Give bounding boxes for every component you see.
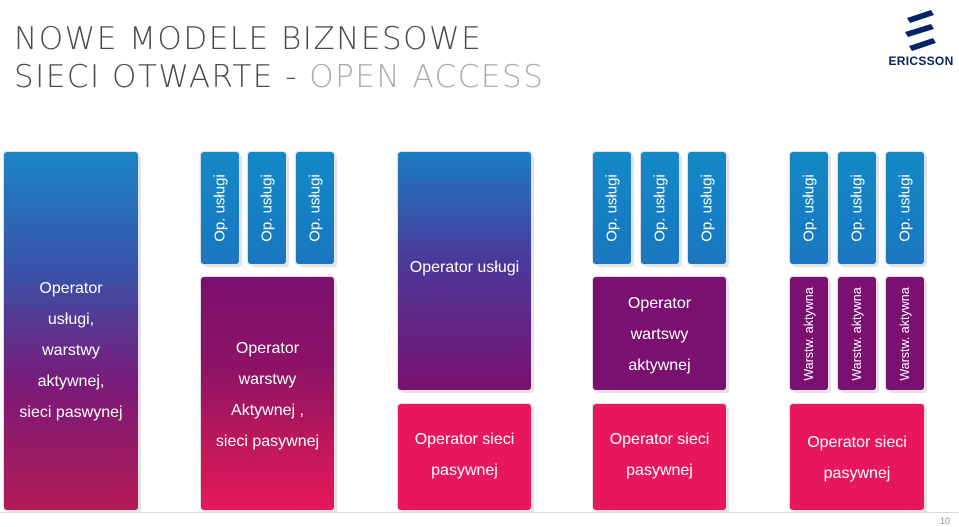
model4-service-label-1: Op. usługi <box>603 174 621 242</box>
model2-label-line3: Aktywnej , <box>231 402 304 419</box>
model2-service-label-3: Op. usługi <box>306 174 324 242</box>
model1-label-line2: usługi, <box>47 311 95 328</box>
slide-title-line2: SIECI OTWARTE - OPEN ACCESS <box>14 62 544 93</box>
model5-active-label-3: Warstw. aktywna <box>898 286 912 381</box>
model5-passive-line2: pasywnej <box>823 465 891 482</box>
model4-passive-line1: Operator sieci <box>609 431 710 448</box>
title-main-part: SIECI OTWARTE - <box>14 59 310 95</box>
model3-passive-line2: pasywnej <box>431 462 498 479</box>
model1-integrated-operator-block: Operator usługi, warstwy aktywnej, sieci… <box>4 152 138 510</box>
model2-label-line1: Operator <box>235 340 300 357</box>
model5-passive-operator-block: Operator sieci pasywnej <box>790 404 924 510</box>
model5-service-label-1: Op. usługi <box>800 174 818 242</box>
model5-service-operator-1: Op. usługi <box>790 152 828 264</box>
model4-service-label-3: Op. usługi <box>698 174 716 242</box>
model5-passive-line1: Operator sieci <box>807 434 907 451</box>
model1-label-line1: Operator <box>39 280 103 297</box>
model1-label-line5: sieci paswynej <box>19 404 123 421</box>
page-number: 10 <box>939 516 950 526</box>
model5-active-layer-1: Warstw. aktywna <box>790 277 828 390</box>
model4-active-line1: Operator <box>627 295 692 312</box>
model5-service-operator-3: Op. usługi <box>886 152 924 264</box>
model1-label-line3: warstwy <box>42 342 100 359</box>
model4-service-operator-1: Op. usługi <box>593 152 631 264</box>
model5-active-layer-3: Warstw. aktywna <box>886 277 924 390</box>
ericsson-logo-icon <box>905 10 936 51</box>
ericsson-wordmark: ERICSSON <box>888 54 954 68</box>
model4-active-line3: aktywnej <box>628 357 691 374</box>
model4-passive-operator-block: Operator sieci pasywnej <box>593 404 726 510</box>
model4-service-label-2: Op. usługi <box>651 174 669 242</box>
model1-label-line4: aktywnej, <box>37 373 105 390</box>
model5-active-layer-2: Warstw. aktywna <box>838 277 876 390</box>
model5-active-label-2: Warstw. aktywna <box>850 286 864 381</box>
model4-service-operator-2: Op. usługi <box>641 152 679 264</box>
model2-service-label-1: Op. usługi <box>211 174 229 242</box>
model2-label-line4: sieci pasywnej <box>215 433 320 450</box>
model4-active-line2: wartswy <box>630 326 689 343</box>
model4-service-operator-3: Op. usługi <box>688 152 726 264</box>
model3-service-active-operator-block: Operator usługi <box>398 152 531 390</box>
model4-active-operator-block: Operator wartswy aktywnej <box>593 277 726 390</box>
model3-passive-operator-block: Operator sieci pasywnej <box>398 404 531 510</box>
ericsson-logo: ERICSSON <box>884 8 958 68</box>
footer-divider <box>0 512 959 513</box>
model2-service-label-2: Op. usługi <box>258 174 276 242</box>
model3-service-label: Operator usługi <box>409 259 520 276</box>
model2-service-operator-2: Op. usługi <box>248 152 286 264</box>
model2-label-line2: warstwy <box>238 371 297 388</box>
model5-service-label-2: Op. usługi <box>848 174 866 242</box>
model2-service-operator-3: Op. usługi <box>296 152 334 264</box>
model5-service-operator-2: Op. usługi <box>838 152 876 264</box>
model2-active-passive-operator-block: Operator warstwy Aktywnej , sieci pasywn… <box>201 277 334 510</box>
model4-passive-line2: pasywnej <box>626 462 693 479</box>
model5-active-label-1: Warstw. aktywna <box>802 286 816 381</box>
model5-service-label-3: Op. usługi <box>896 174 914 242</box>
title-accent-part: OPEN ACCESS <box>309 59 545 95</box>
model2-service-operator-1: Op. usługi <box>201 152 239 264</box>
model3-passive-line1: Operator sieci <box>414 431 515 448</box>
slide-title-line1: NOWE MODELE BIZNESOWE <box>14 21 483 57</box>
